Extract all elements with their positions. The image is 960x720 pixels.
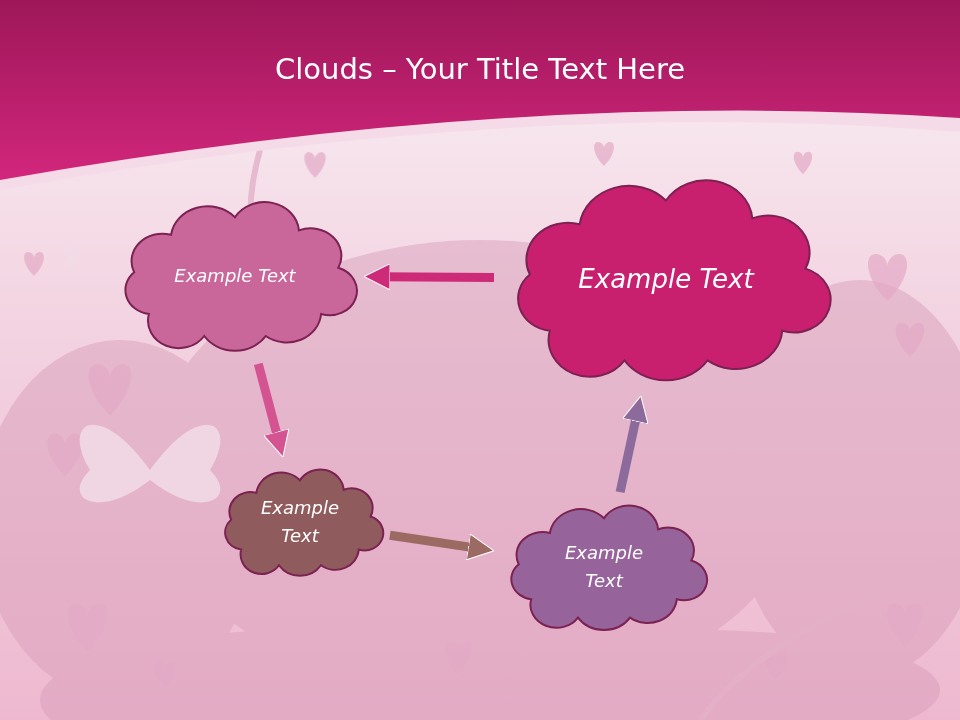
swirl-decoration [250,150,960,720]
header-shadow [0,0,960,190]
text-holder: Example Text [500,168,832,390]
cloud-node: Example Text [500,498,708,636]
cloud-node: Example Text [112,193,358,358]
arrow-connector [380,272,494,282]
cloud-shape [500,498,708,636]
text-holder: Example Text [500,498,708,636]
cloud-shape [216,463,384,581]
slide-title: Clouds – Your Title Text Here [0,52,960,86]
cloud-node: Example Text [216,463,384,581]
cloud-outline [225,470,383,576]
cloud-outline [511,506,707,630]
cloud-outline [518,180,830,380]
node-text: Example Text [250,494,350,550]
cloud-outline [125,202,357,351]
node-text: Example Text [578,259,753,299]
text-holder: Example Text [216,463,384,581]
header-band [0,0,960,180]
arrow-connector [620,412,637,493]
node-text: Example Text [174,262,295,290]
node-text: Example Text [549,539,659,595]
cloud-node: Example Text [500,168,832,390]
arrow-connector [390,535,478,548]
text-holder: Example Text [112,193,358,358]
heart-decoration [24,142,924,688]
arrow-connector [258,364,279,442]
